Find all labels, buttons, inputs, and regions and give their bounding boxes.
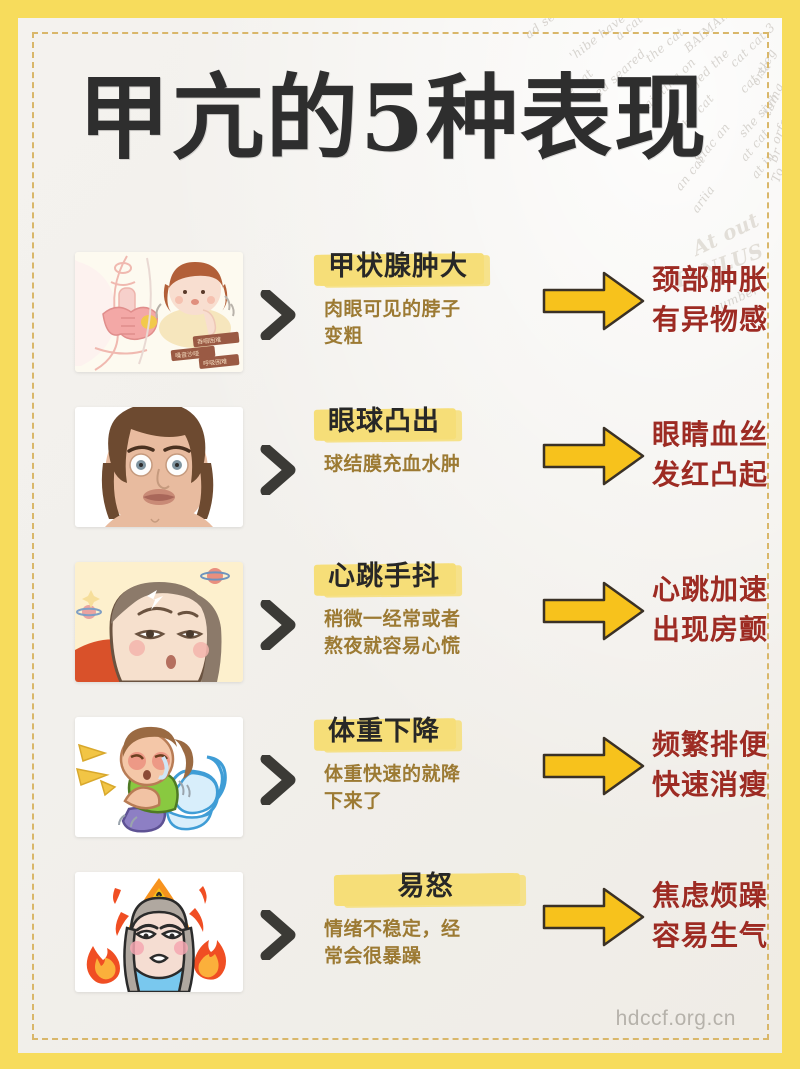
heading-highlight: 心跳手抖	[318, 558, 450, 597]
arrow-right-icon	[542, 886, 646, 948]
chevron-right-icon	[258, 445, 298, 495]
symptom-description: 稍微一经常或者 熬夜就容易心慌	[324, 606, 533, 661]
symptom-description: 球结膜充血水肿	[324, 451, 533, 479]
arrow-right-icon	[542, 425, 646, 487]
page-title: 甲亢的5种表现	[78, 64, 709, 172]
result-line: 心跳加速	[652, 573, 769, 606]
desc-line: 球结膜充血水肿	[324, 452, 461, 475]
symptom-result: 颈部肿胀 有异物感	[652, 260, 782, 340]
symptom-heading: 心跳手抖	[328, 561, 440, 592]
symptom-text-block: 心跳手抖 稍微一经常或者 熬夜就容易心慌	[318, 558, 533, 661]
symptom-result: 频繁排便 快速消瘦	[652, 725, 782, 805]
watermark: hdccf.org.cn	[615, 1007, 736, 1030]
svg-text:呼吸困难: 呼吸困难	[203, 357, 228, 367]
arrow-right-icon	[542, 580, 646, 642]
symptom-heading: 体重下降	[328, 716, 440, 747]
desc-line: 稍微一经常或者	[324, 607, 461, 630]
svg-text:嗓音沙哑: 嗓音沙哑	[175, 349, 200, 359]
palpitations-tired-girl-illustration	[75, 562, 243, 682]
symptom-row: 心跳手抖 稍微一经常或者 熬夜就容易心慌 心跳加速 出现房颤	[18, 554, 782, 709]
arrow-right-icon	[542, 270, 646, 332]
chevron-right-icon	[258, 290, 298, 340]
symptom-heading: 甲状腺肿大	[328, 251, 468, 282]
symptom-text-block: 眼球凸出 球结膜充血水肿	[318, 403, 533, 478]
svg-text:吞咽困难: 吞咽困难	[197, 335, 222, 345]
symptom-heading: 眼球凸出	[328, 406, 440, 437]
symptom-list: 嗓音沙哑 吞咽困难 呼吸困难 甲状腺肿大	[18, 244, 782, 1034]
symptom-text-block: 易怒 情绪不稳定，经 常会很暴躁	[318, 868, 533, 971]
arrow-right-icon	[542, 735, 646, 797]
result-line: 颈部肿胀	[652, 263, 769, 296]
symptom-result: 心跳加速 出现房颤	[652, 570, 782, 650]
desc-line: 常会很暴躁	[324, 945, 422, 968]
symptom-row: 眼球凸出 球结膜充血水肿 眼睛血丝 发红凸起	[18, 399, 782, 554]
result-line: 焦虑烦躁	[652, 879, 769, 912]
chevron-right-icon	[258, 755, 298, 805]
desc-line: 熬夜就容易心慌	[324, 635, 461, 658]
result-line: 快速消瘦	[652, 767, 769, 801]
heading-highlight: 眼球凸出	[318, 403, 450, 442]
desc-line: 肉眼可见的脖子	[324, 297, 461, 320]
desc-line: 情绪不稳定，经	[324, 917, 461, 940]
desc-line: 下来了	[324, 790, 383, 813]
angry-girl-fire-illustration	[75, 872, 243, 992]
thyroid-swelling-illustration: 嗓音沙哑 吞咽困难 呼吸困难	[75, 252, 243, 372]
heading-highlight: 体重下降	[318, 713, 450, 752]
symptom-description: 肉眼可见的脖子 变粗	[324, 296, 533, 351]
result-line: 发红凸起	[652, 457, 769, 491]
result-line: 频繁排便	[652, 728, 769, 761]
result-line: 容易生气	[652, 918, 769, 952]
symptom-heading: 易怒	[397, 871, 454, 902]
result-line: 出现房颤	[652, 612, 769, 646]
result-line: 眼睛血丝	[652, 418, 769, 451]
heading-highlight: 甲状腺肿大	[318, 248, 478, 287]
symptom-text-block: 甲状腺肿大 肉眼可见的脖子 变粗	[318, 248, 533, 351]
symptom-row: 嗓音沙哑 吞咽困难 呼吸困难 甲状腺肿大	[18, 244, 782, 399]
symptom-row: 易怒 情绪不稳定，经 常会很暴躁 焦虑烦躁 容易生气	[18, 864, 782, 1034]
weight-loss-toilet-illustration	[75, 717, 243, 837]
poster-paper: ad see 'hibe have a cat the the cat ed s…	[18, 18, 782, 1053]
symptom-text-block: 体重下降 体重快速的就降 下来了	[318, 713, 533, 816]
symptom-result: 眼睛血丝 发红凸起	[652, 415, 782, 495]
symptom-row: 体重下降 体重快速的就降 下来了 频繁排便 快速消瘦	[18, 709, 782, 864]
symptom-result: 焦虑烦躁 容易生气	[652, 876, 782, 956]
symptom-description: 情绪不稳定，经 常会很暴躁	[324, 916, 533, 971]
bulging-eyes-illustration	[75, 407, 243, 527]
desc-line: 变粗	[324, 325, 364, 348]
chevron-right-icon	[258, 600, 298, 650]
desc-line: 体重快速的就降	[324, 762, 461, 785]
symptom-description: 体重快速的就降 下来了	[324, 761, 533, 816]
chevron-right-icon	[258, 910, 298, 960]
result-line: 有异物感	[652, 302, 769, 336]
heading-highlight: 易怒	[338, 868, 514, 907]
